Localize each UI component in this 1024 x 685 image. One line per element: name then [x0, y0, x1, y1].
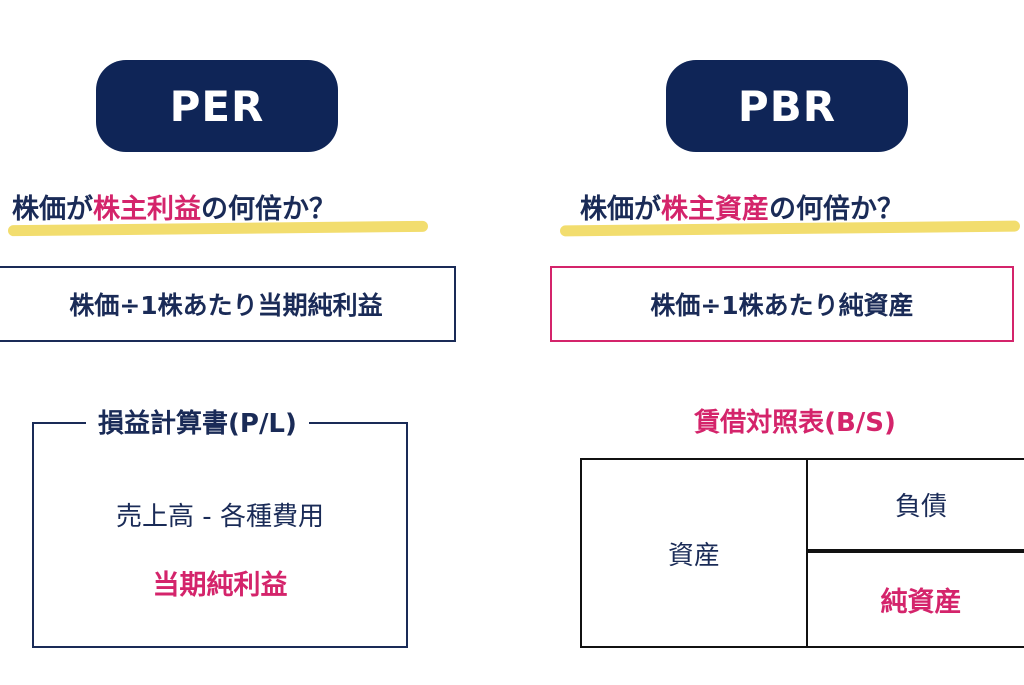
pbr-question: 株価が 株主資産 の何倍か？ [580, 186, 904, 226]
net-income-text: 当期純利益 [152, 569, 288, 601]
pbr-badge-label: PBR [737, 81, 837, 131]
pbr-question-highlight: 株主資産 [661, 193, 769, 225]
per-badge-label: PER [169, 81, 265, 131]
per-question: 株価が 株主利益 の何倍か？ [12, 186, 336, 226]
pbr-formula: 株価÷1株あたり純資産 [650, 291, 914, 320]
per-question-before: 株価が [12, 193, 93, 225]
income-statement-line: 売上高 - 各種費用 [32, 494, 408, 534]
income-statement-box [32, 422, 408, 648]
income-statement-title-text: 損益計算書(P/L) [98, 409, 297, 439]
balance-sheet-title: 賃借対照表(B/S) [620, 400, 970, 440]
net-assets-label: 純資産 [880, 587, 962, 618]
assets-cell: 資産 [580, 458, 808, 648]
pbr-question-before: 株価が [580, 193, 661, 225]
net-income-label: 当期純利益 [32, 562, 408, 602]
liabilities-label: 負債 [894, 492, 947, 522]
balance-sheet-title-text: 賃借対照表(B/S) [694, 407, 896, 438]
income-statement-title: 損益計算書(P/L) [86, 403, 309, 440]
per-formula: 株価÷1株あたり当期純利益 [69, 291, 383, 320]
per-badge: PER [96, 60, 338, 152]
net-assets-cell: 純資産 [806, 551, 1024, 648]
pbr-badge: PBR [666, 60, 908, 152]
pbr-question-after: の何倍か？ [769, 193, 904, 225]
assets-label: 資産 [667, 540, 720, 571]
pbr-formula-box: 株価÷1株あたり純資産 [550, 266, 1014, 342]
income-statement-line-text: 売上高 - 各種費用 [116, 501, 324, 532]
per-formula-box: 株価÷1株あたり当期純利益 [0, 266, 456, 342]
per-question-after: の何倍か？ [201, 193, 336, 225]
liabilities-cell: 負債 [806, 458, 1024, 553]
per-question-highlight: 株主利益 [93, 193, 201, 225]
